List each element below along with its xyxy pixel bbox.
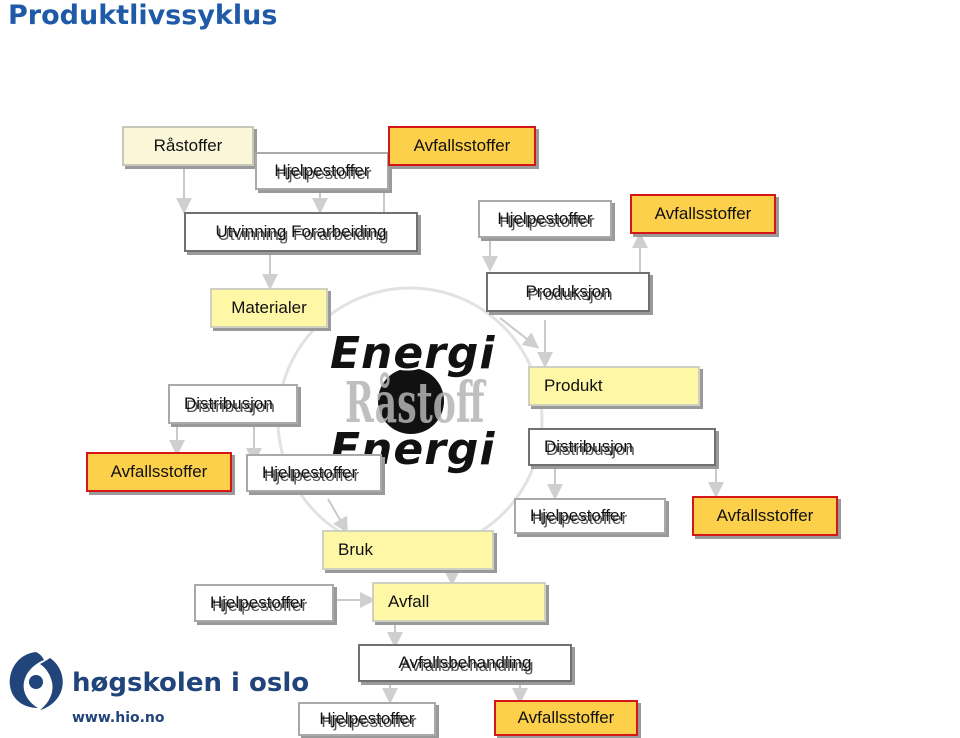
center-raw-label: Råstoff [345,370,485,436]
box-hjelpestoffer-bruk-label: Hjelpestoffer [210,593,306,612]
box-avfallsstoffer-1-label: Avfallsstoffer [413,136,511,155]
box-avfall: Avfall [372,582,546,622]
globe-icon [378,368,444,434]
box-avfallsstoffer-right: Avfallsstoffer [692,496,838,536]
box-materialer-label: Materialer [231,298,307,317]
arrow-circle-produkt [499,317,540,349]
box-avfallsstoffer-2-label: Avfallsstoffer [654,204,752,223]
arrow-hjelp-bruk [327,498,349,534]
logo-wordmark: høgskolen i oslo [72,668,310,698]
box-avfallsstoffer-right-label: Avfallsstoffer [716,506,814,525]
box-hjelpestoffer-right-label: Hjelpestoffer [530,506,626,525]
box-avfallsbehandling-label: Avfallsbehandling [398,653,532,672]
box-hjelpestoffer-1-label: Hjelpestoffer [274,161,370,180]
box-rastoffer: Råstoffer [122,126,254,166]
box-utvinning-label: Utvinning Forarbeiding [215,222,387,241]
box-avfallsstoffer-left-label: Avfallsstoffer [110,462,208,481]
box-hjelpestoffer-2-label: Hjelpestoffer [497,209,593,228]
box-avfallsstoffer-2: Avfallsstoffer [630,194,776,234]
box-avfallsstoffer-bottom-label: Avfallsstoffer [517,708,615,727]
center-energy-top: Energi [330,328,496,379]
box-distribusjon-right-label: Distribusjon [544,437,633,456]
box-produkt: Produkt [528,366,700,406]
box-avfallsstoffer-bottom: Avfallsstoffer [494,700,638,736]
box-bruk-label: Bruk [338,540,373,559]
box-produksjon-label: Produksjon [525,282,611,301]
box-bruk: Bruk [322,530,494,570]
box-hjelpestoffer-bottom-label: Hjelpestoffer [319,709,415,728]
box-rastoffer-label: Råstoffer [153,136,223,155]
box-materialer: Materialer [210,288,328,328]
page-title: Produktlivssyklus [8,0,278,31]
box-hjelpestoffer-left-label: Hjelpestoffer [262,463,358,482]
box-produkt-label: Produkt [544,376,603,395]
box-avfall-label: Avfall [388,592,430,611]
logo-url: www.hio.no [72,710,165,726]
hio-logo-icon [9,652,63,710]
box-avfallsstoffer-left: Avfallsstoffer [86,452,232,492]
box-distribusjon-left-label: Distribusjon [184,394,273,413]
box-avfallsstoffer-1: Avfallsstoffer [388,126,536,166]
